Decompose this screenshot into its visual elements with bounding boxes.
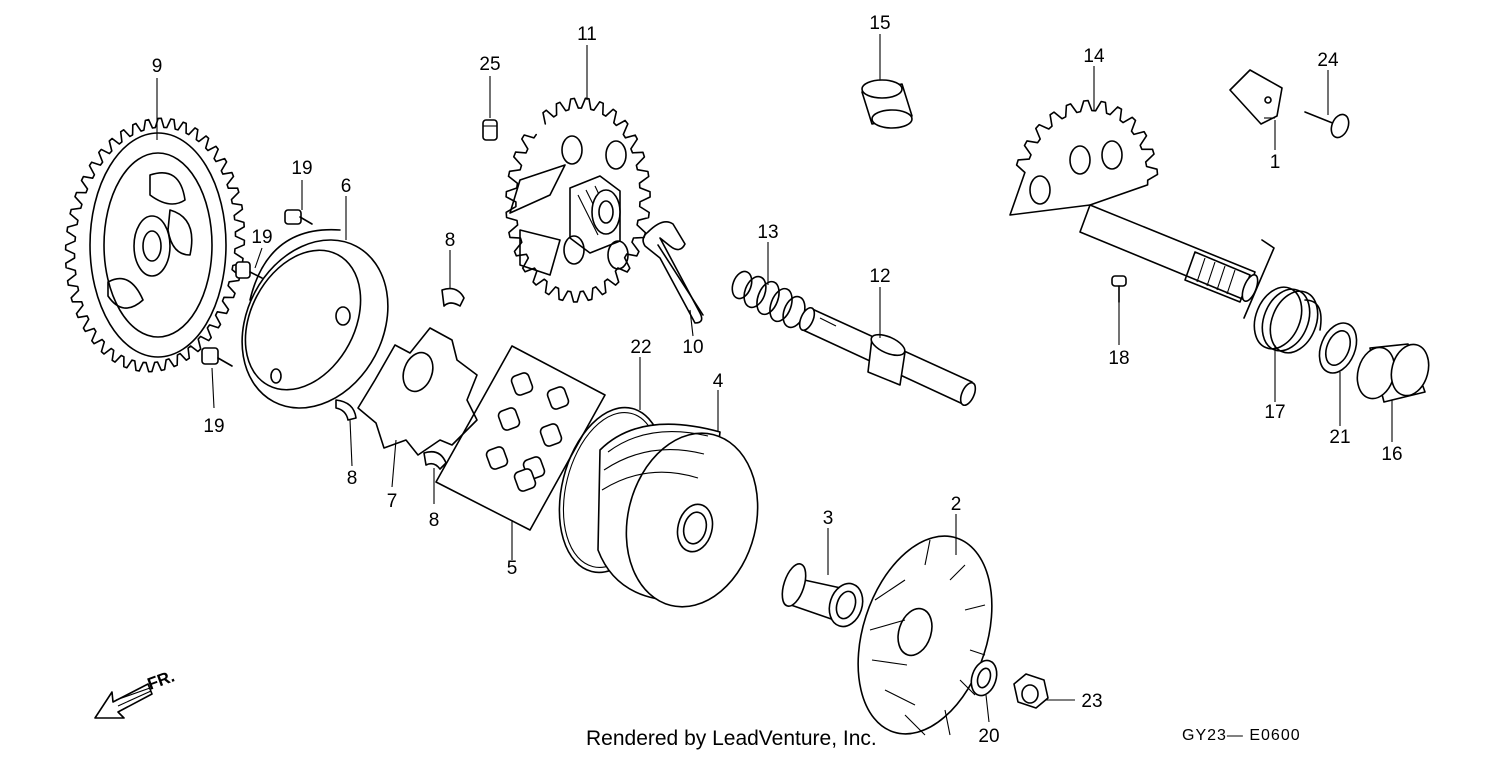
label-1: 1	[1270, 152, 1281, 173]
label-15: 15	[869, 13, 890, 34]
part-24-bolt	[1304, 111, 1350, 139]
label-14: 14	[1083, 46, 1105, 67]
label-13: 13	[757, 222, 778, 243]
part-7-carrier-plate	[357, 327, 478, 456]
label-17: 17	[1264, 402, 1285, 423]
part-18-bolt	[1111, 275, 1127, 303]
label-5: 5	[507, 558, 518, 579]
label-18: 18	[1108, 348, 1129, 369]
label-3: 3	[823, 508, 834, 529]
part-labels: 9 19 19 19 6 8 8 7 8 5 22 4 25 11 15 10 …	[152, 13, 1403, 747]
part-19-bolt-b	[235, 261, 263, 279]
part-8-clip-b	[335, 399, 357, 421]
label-10: 10	[682, 337, 703, 358]
label-19-bottom: 19	[203, 416, 224, 437]
rendered-by-credit: Rendered by LeadVenture, Inc.	[586, 727, 877, 750]
part-10-clip-spring	[642, 221, 704, 324]
label-8-top: 8	[445, 230, 456, 251]
label-16: 16	[1381, 444, 1402, 465]
part-5-roller-set	[435, 345, 606, 531]
label-25: 25	[479, 54, 500, 75]
part-20-washer	[970, 659, 998, 697]
part-17-return-spring	[1243, 239, 1322, 354]
label-6: 6	[341, 176, 352, 197]
part-8-clip-c	[423, 450, 447, 470]
part-1-plate	[1229, 69, 1283, 125]
label-12: 12	[869, 266, 890, 287]
part-13-spring	[731, 270, 806, 329]
part-3-bushing	[781, 563, 864, 628]
label-19-top: 19	[291, 158, 312, 179]
part-2-fan-pulley	[857, 535, 993, 736]
label-2: 2	[951, 494, 962, 515]
part-14-starter-spindle	[1009, 99, 1259, 303]
part-9-driven-gear	[64, 117, 246, 373]
part-25-dowel-pin	[482, 119, 498, 141]
label-20: 20	[978, 726, 999, 747]
part-19-bolt-a	[284, 209, 313, 225]
part-16-collar	[1356, 343, 1430, 403]
part-21-washer	[1318, 322, 1358, 374]
part-12-shaft	[798, 306, 977, 407]
label-19-mid: 19	[251, 227, 272, 248]
part-4-pulley-face	[597, 423, 759, 608]
label-21: 21	[1329, 427, 1350, 448]
part-23-nut	[1013, 673, 1049, 709]
label-24: 24	[1317, 50, 1339, 71]
label-11: 11	[577, 24, 597, 45]
diagram-code: GY23— E0600	[1182, 727, 1301, 744]
label-9: 9	[152, 56, 163, 77]
label-8-left: 8	[347, 468, 358, 489]
leader-lines	[156, 34, 1393, 723]
label-8-bottom: 8	[429, 510, 440, 531]
label-7: 7	[387, 491, 398, 512]
front-direction-arrow: FR.	[94, 667, 177, 719]
part-8-clip-a	[441, 287, 465, 307]
part-6-clutch-plate	[241, 228, 389, 409]
label-22: 22	[630, 337, 651, 358]
part-11-gear	[505, 97, 651, 303]
label-4: 4	[713, 371, 724, 392]
front-marker-text: FR.	[145, 667, 177, 694]
label-23: 23	[1081, 691, 1102, 712]
part-19-bolt-c	[201, 347, 233, 367]
part-15-bushing	[861, 79, 913, 129]
